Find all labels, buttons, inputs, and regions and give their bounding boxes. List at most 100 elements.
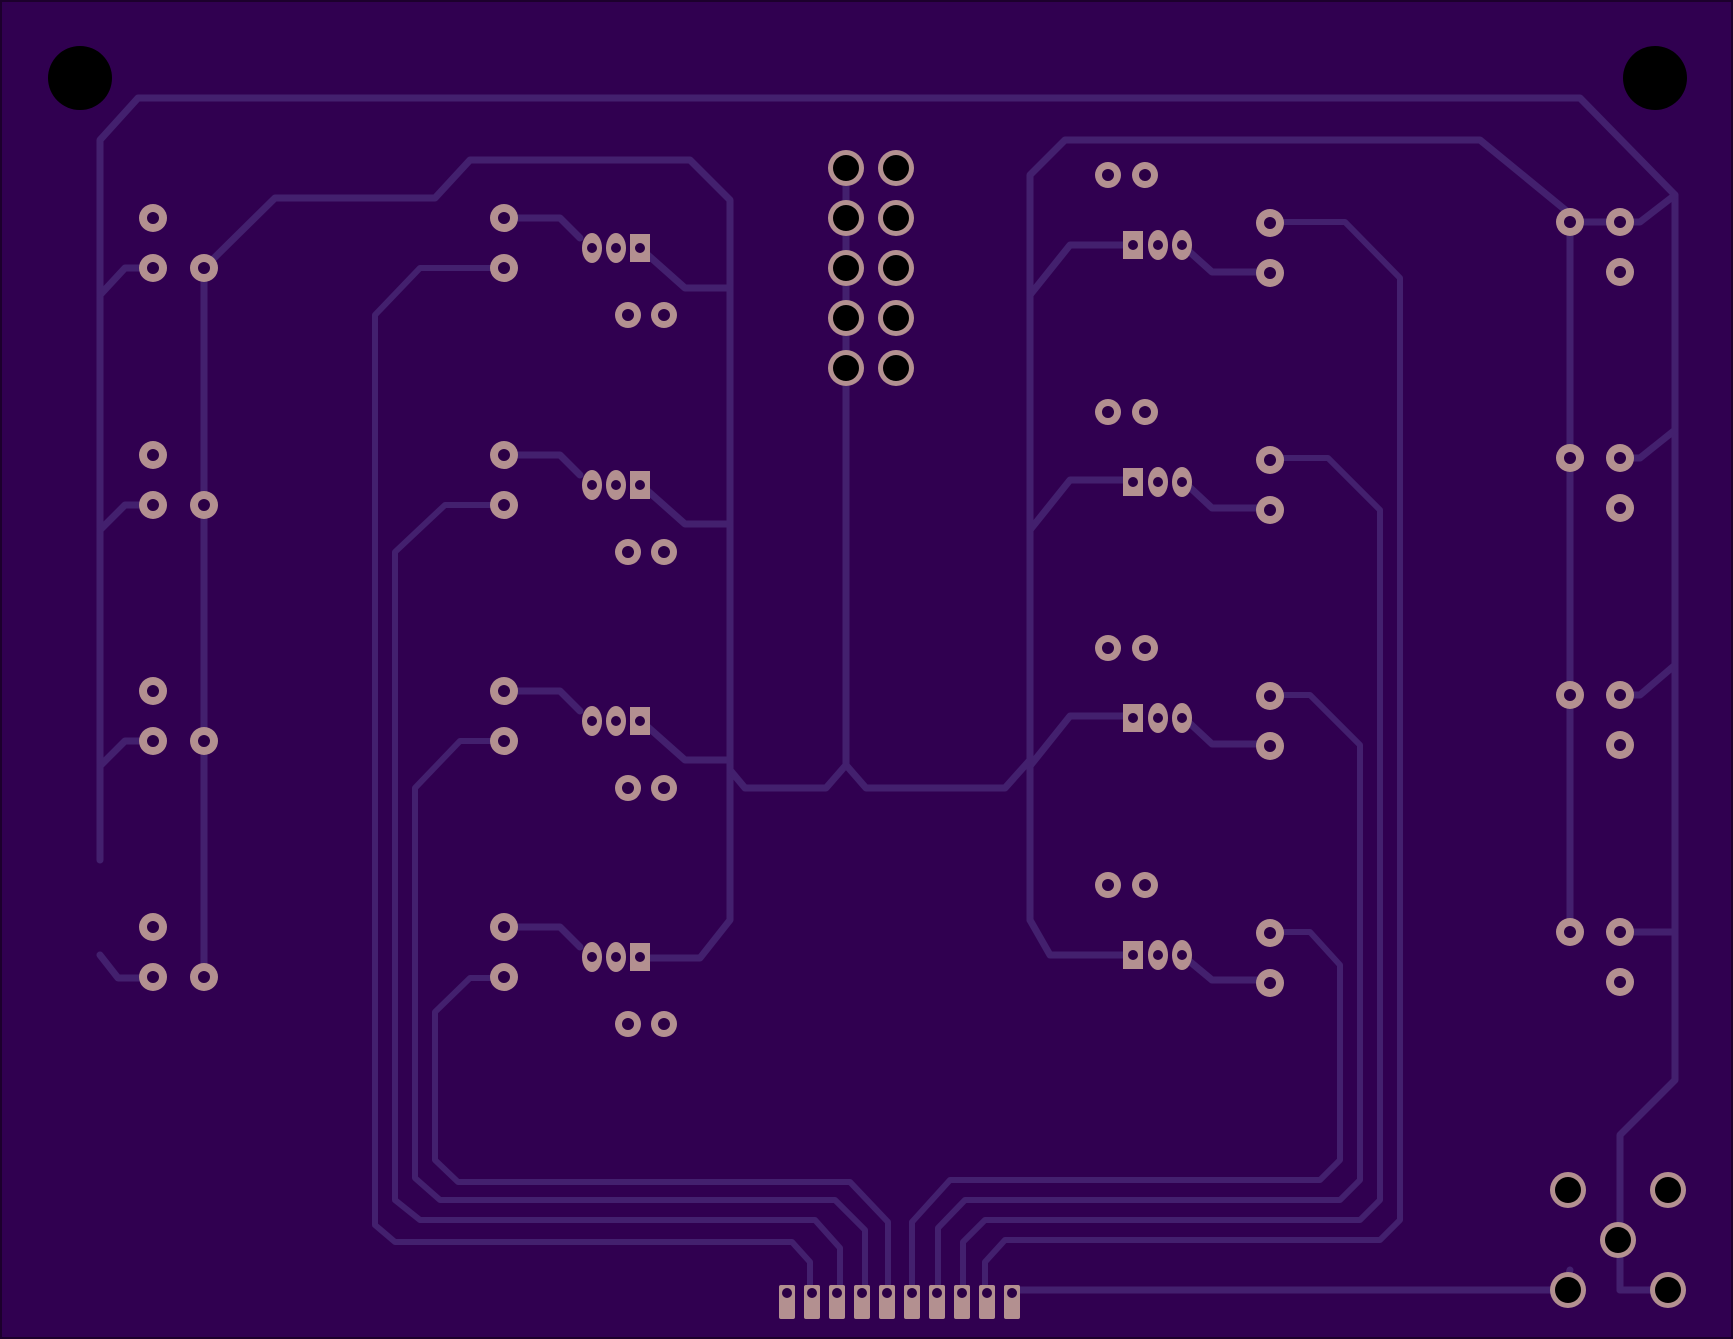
pad-drill — [198, 735, 210, 747]
pad-drill — [833, 205, 859, 231]
pad-drill — [1128, 240, 1138, 250]
pad-drill — [833, 355, 859, 381]
pad-drill — [498, 971, 510, 983]
pad-drill — [1655, 1277, 1681, 1303]
pad-drill — [883, 205, 909, 231]
pad-drill — [622, 546, 634, 558]
pad-drill — [622, 309, 634, 321]
pad-drill — [832, 1288, 842, 1298]
pad-drill — [1564, 216, 1576, 228]
pad-drill — [611, 243, 621, 253]
copper-trace — [412, 738, 868, 1293]
mounting-hole — [48, 46, 112, 110]
pad-drill — [1177, 713, 1187, 723]
pad-drill — [1605, 1227, 1631, 1253]
component-pads — [139, 150, 1686, 1319]
pad-drill — [782, 1288, 792, 1298]
pad-drill — [611, 716, 621, 726]
pad-drill — [658, 782, 670, 794]
copper-trace — [1178, 951, 1274, 984]
pad-drill — [498, 735, 510, 747]
pad-drill — [882, 1288, 892, 1298]
copper-trace — [392, 502, 843, 1293]
copper-trace — [432, 975, 891, 1293]
pad-drill — [147, 971, 159, 983]
copper-trace — [982, 219, 1403, 1293]
copper-trace — [500, 214, 584, 242]
pad-drill — [1555, 1277, 1581, 1303]
pad-drill — [587, 243, 597, 253]
pad-drill — [1264, 977, 1276, 989]
pad-drill — [883, 355, 909, 381]
pad-drill — [147, 685, 159, 697]
pad-drill — [1264, 217, 1276, 229]
pad-drill — [198, 499, 210, 511]
pad-drill — [498, 685, 510, 697]
pad-drill — [147, 921, 159, 933]
pad-drill — [1264, 504, 1276, 516]
pad-drill — [833, 255, 859, 281]
pad-drill — [1139, 879, 1151, 891]
copper-trace — [1178, 712, 1274, 748]
pad-drill — [1153, 477, 1163, 487]
pad-drill — [1264, 690, 1276, 702]
pad-drill — [1564, 689, 1576, 701]
pad-drill — [1264, 740, 1276, 752]
pad-drill — [147, 449, 159, 461]
pad-drill — [807, 1288, 817, 1298]
pad-drill — [587, 716, 597, 726]
pad-drill — [147, 212, 159, 224]
pad-drill — [883, 255, 909, 281]
pad-drill — [1614, 976, 1626, 988]
pad-drill — [883, 305, 909, 331]
pad-drill — [1264, 454, 1276, 466]
pad-drill — [1153, 713, 1163, 723]
pad-drill — [1264, 927, 1276, 939]
pad-drill — [1614, 739, 1626, 751]
copper-trace — [935, 692, 1363, 1293]
copper-trace — [200, 156, 734, 962]
pad-drill — [1655, 1177, 1681, 1203]
pad-drill — [658, 1018, 670, 1030]
pad-drill — [1128, 477, 1138, 487]
pad-drill — [1614, 926, 1626, 938]
pad-drill — [1139, 406, 1151, 418]
pad-drill — [1007, 1288, 1017, 1298]
pad-drill — [1614, 502, 1626, 514]
copper-trace — [1026, 712, 1129, 770]
pad-drill — [635, 716, 645, 726]
pad-drill — [1153, 950, 1163, 960]
pad-drill — [1614, 216, 1626, 228]
mounting-hole — [1623, 46, 1687, 110]
copper-trace — [96, 94, 1679, 1294]
pad-drill — [498, 921, 510, 933]
pad-drill — [611, 952, 621, 962]
pad-drill — [857, 1288, 867, 1298]
pad-drill — [147, 499, 159, 511]
pad-drill — [1128, 950, 1138, 960]
copper-traces — [96, 94, 1679, 1294]
pad-drill — [1128, 713, 1138, 723]
pad-drill — [1614, 452, 1626, 464]
pad-drill — [635, 480, 645, 490]
pad-drill — [587, 952, 597, 962]
copper-trace — [1026, 476, 1129, 534]
pad-drill — [982, 1288, 992, 1298]
pad-drill — [622, 782, 634, 794]
pad-drill — [1102, 169, 1114, 181]
pad-drill — [498, 499, 510, 511]
pad-drill — [498, 449, 510, 461]
pad-drill — [587, 480, 597, 490]
pad-drill — [907, 1288, 917, 1298]
pad-drill — [198, 262, 210, 274]
pad-drill — [1139, 642, 1151, 654]
pad-drill — [1102, 642, 1114, 654]
pad-drill — [1564, 452, 1576, 464]
copper-trace — [500, 451, 584, 479]
copper-trace — [1178, 241, 1274, 276]
pad-drill — [1614, 266, 1626, 278]
pad-drill — [957, 1288, 967, 1298]
pad-drill — [498, 212, 510, 224]
